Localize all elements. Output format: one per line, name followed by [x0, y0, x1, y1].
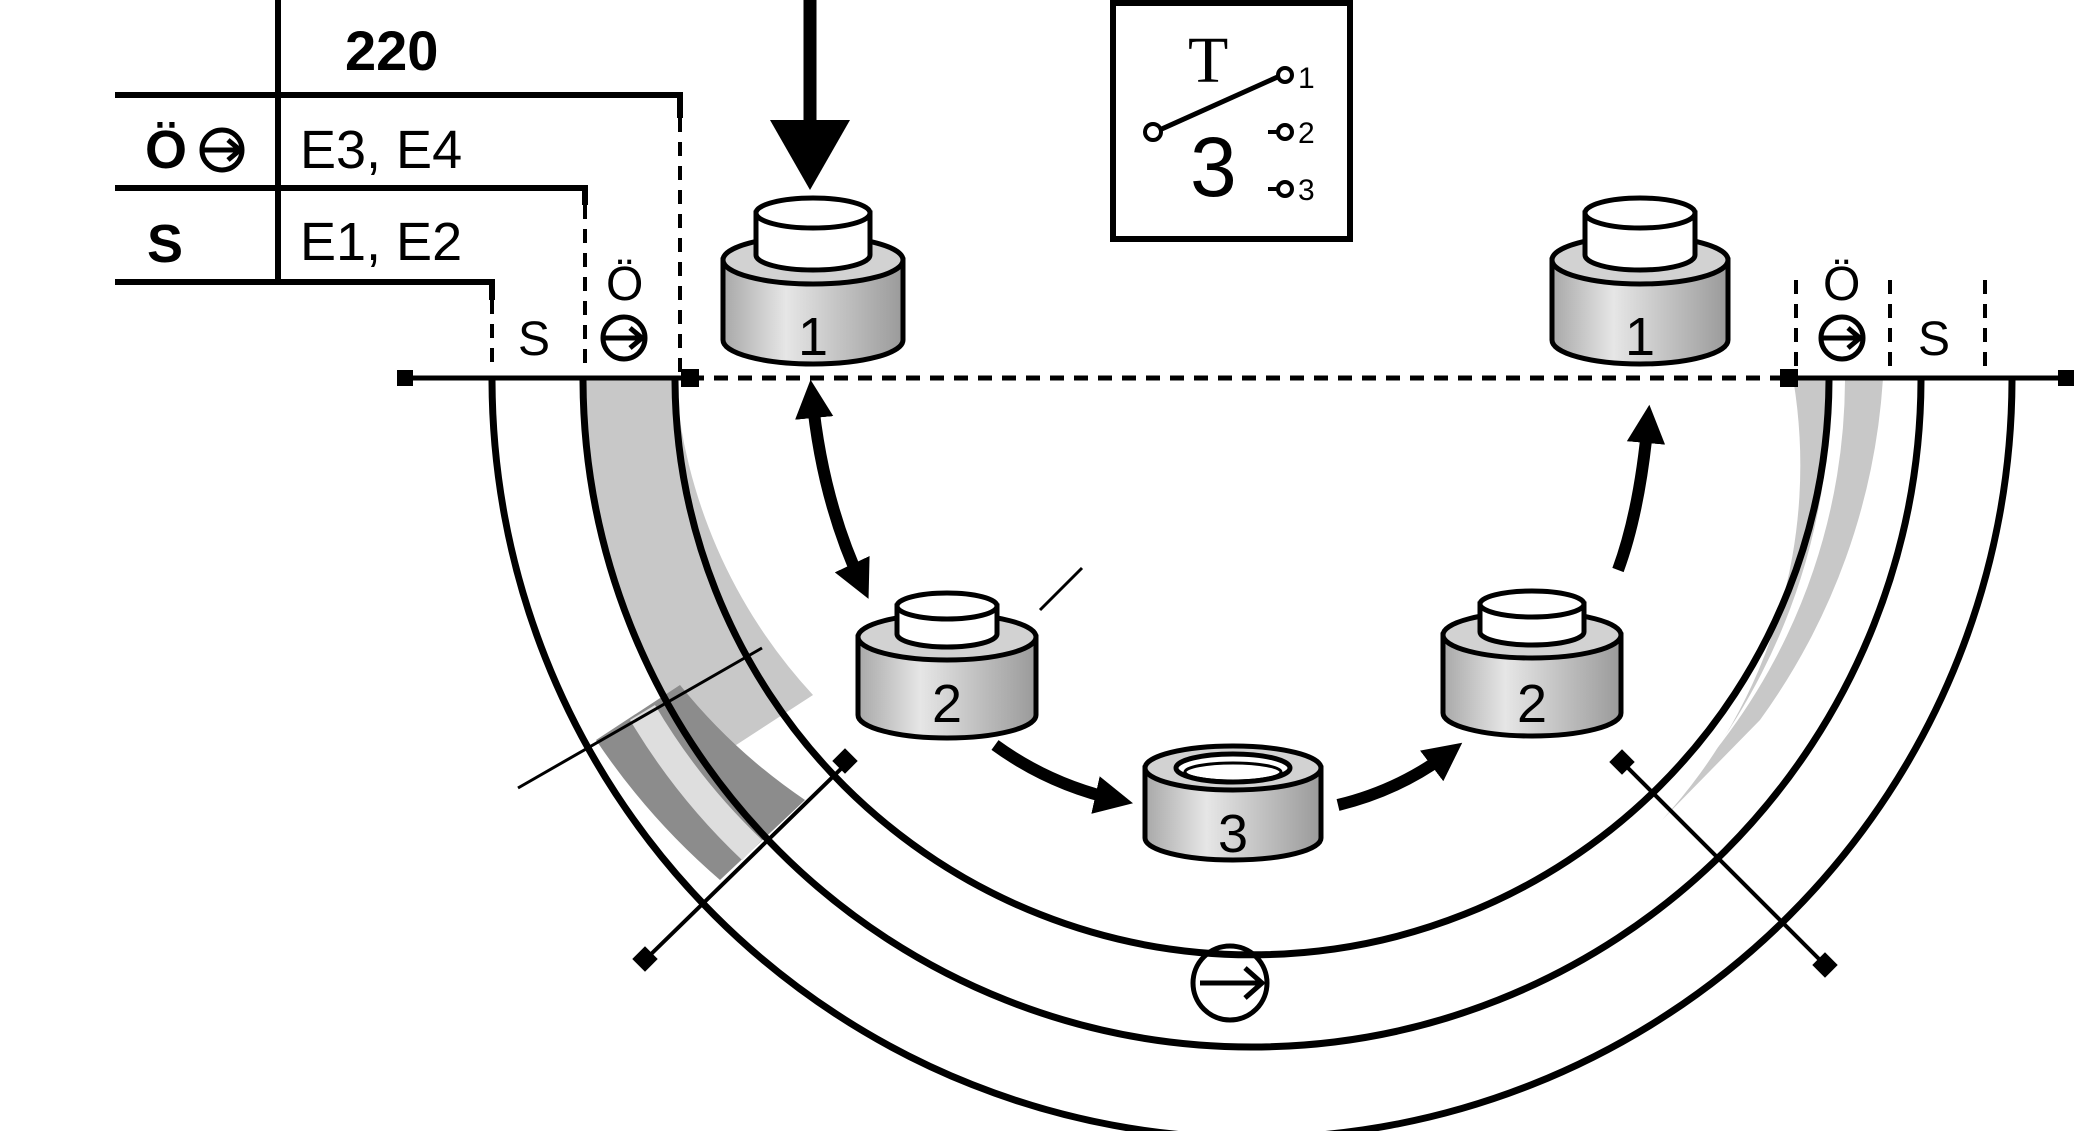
row-1-symbol: Ö — [145, 120, 187, 180]
cam: 1 — [720, 195, 906, 367]
marker-end — [632, 946, 658, 972]
marker-line-left — [643, 760, 850, 962]
table-line-1 — [115, 92, 683, 118]
terminal-1 — [1276, 66, 1294, 84]
arrow-1-to-2 — [795, 379, 870, 599]
table-line-3 — [115, 279, 495, 300]
arrow-2-to-3 — [991, 740, 1133, 814]
cam-2-leader — [1038, 566, 1084, 612]
zone-left-o: Ö — [606, 258, 643, 311]
rotation-direction-icon — [199, 127, 245, 173]
rotation-direction-icon — [1818, 314, 1866, 362]
rotation-direction-icon — [600, 314, 648, 362]
arrow-3-to-2 — [1336, 742, 1463, 811]
flow-arrows — [770, 0, 1666, 814]
terminal-3 — [1276, 180, 1294, 198]
zone-right-s: S — [1918, 313, 1950, 366]
cam-label: 3 — [1218, 804, 1248, 864]
arc-band-inner — [579, 377, 1925, 1051]
zone-right-o: Ö — [1823, 258, 1860, 311]
white-stripe-right — [1708, 378, 1845, 760]
cam: 2 — [1440, 588, 1624, 739]
rotation-direction-icon — [1190, 943, 1270, 1023]
zone-labels: S Ö Ö S — [518, 258, 1987, 372]
rotation-arc — [488, 377, 2016, 1131]
table-line-2 — [115, 185, 588, 205]
axis-end-marker — [681, 369, 699, 387]
axis — [397, 369, 2074, 387]
cam-label: 1 — [798, 307, 828, 367]
marker-end — [832, 748, 858, 774]
table-header: 220 — [345, 19, 438, 82]
arc-inner — [671, 377, 1833, 959]
row-2-value: E1, E2 — [300, 212, 462, 272]
cam-label: 2 — [1517, 674, 1547, 734]
terminal-1-label: 1 — [1298, 62, 1315, 95]
switch-box-frame — [1110, 0, 1353, 242]
axis-end-marker — [1780, 369, 1798, 387]
white-stripe-dark — [630, 705, 762, 860]
row-1-value: E3, E4 — [300, 120, 462, 180]
arrow-2-to-1 — [1612, 404, 1666, 573]
arc-band-outer — [488, 377, 2016, 1131]
cam: 3 — [1142, 743, 1324, 864]
zone-left-s: S — [518, 313, 550, 366]
switch-lever — [1153, 72, 1284, 135]
marker-line-right — [1620, 760, 1827, 967]
switch-pivot — [1143, 122, 1163, 142]
cam: 2 — [855, 590, 1039, 741]
axis-end-marker — [397, 370, 413, 386]
terminal-2 — [1276, 123, 1294, 141]
marker-line-left-thin — [517, 646, 763, 790]
input-arrow-head — [770, 120, 850, 190]
cam-label: 2 — [932, 674, 962, 734]
row-2-symbol: S — [147, 214, 183, 274]
switch-box: T 3 1 2 3 — [1110, 0, 1353, 242]
contact-table: 220 Ö E3, E4 S E1, E2 — [115, 0, 683, 372]
switch-position: 3 — [1190, 120, 1237, 214]
terminal-2-label: 2 — [1298, 117, 1315, 150]
axis-end-marker — [2058, 370, 2074, 386]
switch-letter: T — [1188, 24, 1228, 97]
cam: 1 — [1549, 195, 1731, 367]
light-band-right — [1662, 378, 1883, 820]
cam-label: 1 — [1625, 307, 1655, 367]
terminal-3-label: 3 — [1298, 174, 1315, 207]
